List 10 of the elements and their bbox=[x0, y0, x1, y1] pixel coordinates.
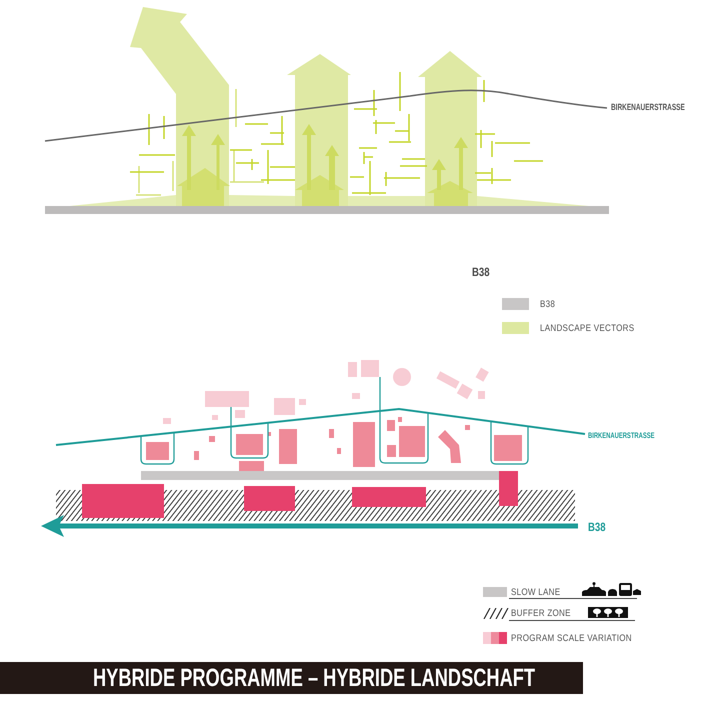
legend-text: LANDSCAPE VECTORS bbox=[540, 324, 634, 334]
street-name: BIRKENAUERSTRASSE bbox=[588, 432, 655, 440]
diagram-title: HYBRIDE PROGRAMME – HYBRIDE LANDSCHAFT bbox=[93, 666, 536, 691]
street-name: BIRKENAUERSTRASSE bbox=[611, 103, 685, 112]
legend-text: BUFFER ZONE bbox=[511, 609, 571, 618]
road-name: B38 bbox=[588, 521, 606, 533]
legend-heading: B38 bbox=[472, 266, 490, 278]
legend-text: PROGRAM SCALE VARIATION bbox=[511, 634, 632, 644]
legend-text: B38 bbox=[540, 300, 556, 310]
legend-text: SLOW LANE bbox=[511, 588, 560, 598]
